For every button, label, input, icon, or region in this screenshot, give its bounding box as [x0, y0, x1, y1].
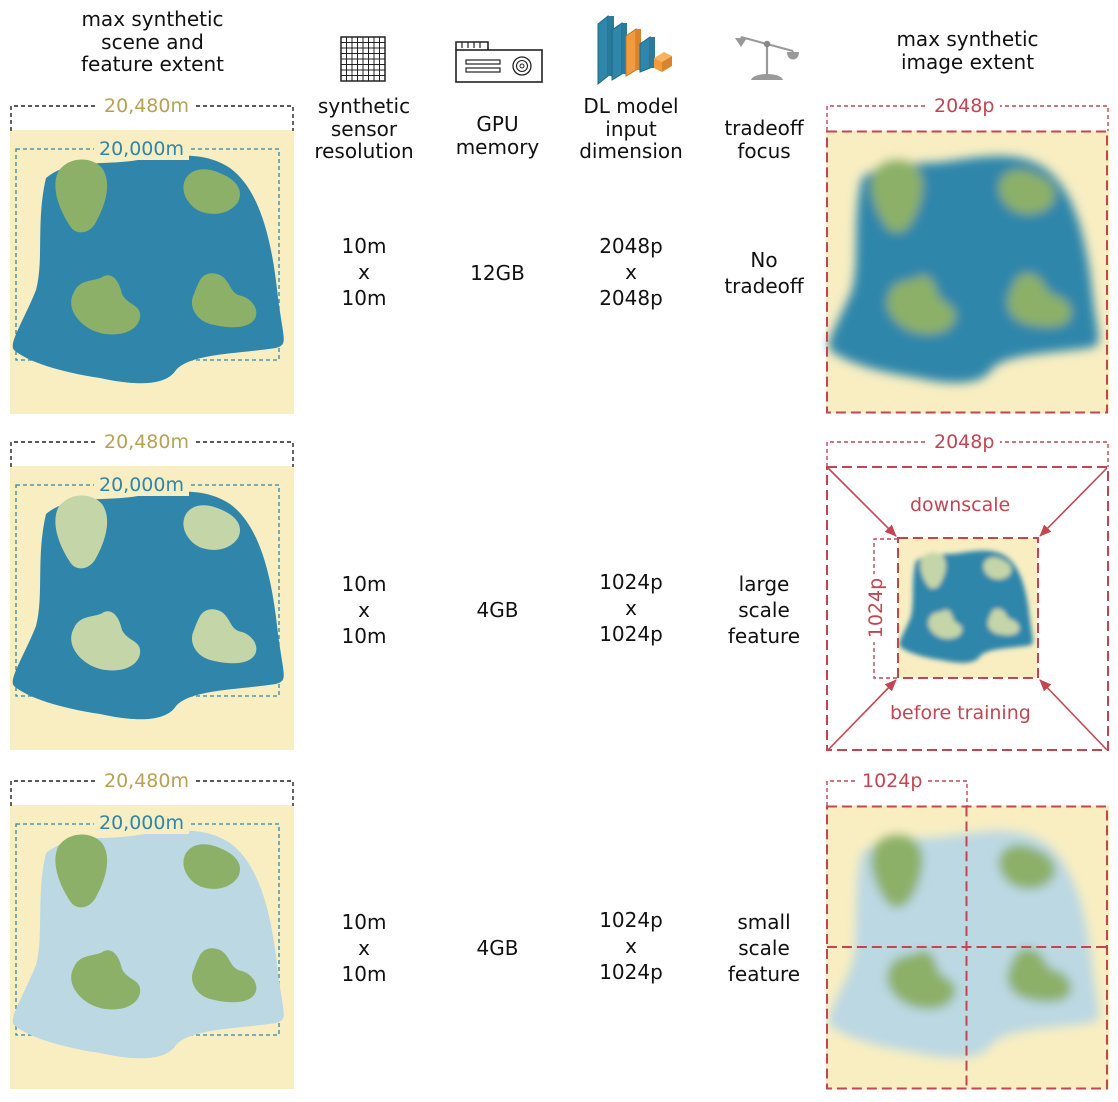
- scene-outer-label-row3: 20,480m: [98, 770, 195, 792]
- image-panel-row3: [826, 805, 1109, 1090]
- gpu-memory-row3: 4GB: [476, 936, 519, 960]
- image-top-bracket-row1: [826, 105, 1109, 131]
- image-top-bracket-row2: [826, 441, 1109, 467]
- image-top-label-row3: 1024p: [856, 770, 929, 792]
- gpu-card-icon: [455, 41, 543, 83]
- header-image-extent: max synthetic image extent: [896, 27, 1039, 74]
- scene-panel-row2: [10, 466, 294, 750]
- image-top-label-row1: 2048p: [928, 95, 1001, 117]
- tradeoff-focus-row3: small scale feature: [727, 910, 801, 986]
- balance-scale-icon: [735, 36, 799, 80]
- sensor-resolution-row3: 10m x 10m: [341, 910, 387, 986]
- image-side-label-row2: 1024p: [865, 573, 888, 643]
- scene-panel-row1: [10, 130, 294, 414]
- tradeoff-focus-row2: large scale feature: [727, 572, 801, 648]
- header-dl-input-dimension: DL model input dimension: [579, 94, 683, 163]
- header-tradeoff-focus: tradeoff focus: [724, 116, 804, 163]
- dl-model-icon: [597, 14, 672, 86]
- image-top-label-row2: 2048p: [928, 431, 1001, 453]
- gpu-memory-row1: 12GB: [470, 261, 525, 285]
- sensor-grid-icon: [340, 36, 386, 82]
- header-scene-extent: max synthetic scene and feature extent: [80, 7, 225, 76]
- dl-input-row2: 1024p x 1024p: [599, 570, 663, 646]
- image-panel-row1: [826, 130, 1109, 414]
- scene-inner-label-row3: 20,000m: [94, 812, 189, 834]
- scene-outer-label-row1: 20,480m: [98, 95, 195, 117]
- gpu-memory-row2: 4GB: [476, 598, 519, 622]
- scene-outer-label-row2: 20,480m: [98, 431, 195, 453]
- scene-inner-label-row1: 20,000m: [94, 138, 189, 160]
- tradeoff-focus-row1: No tradeoff: [724, 248, 804, 298]
- before-training-note: before training: [890, 702, 1031, 724]
- scene-inner-label-row2: 20,000m: [94, 474, 189, 496]
- dl-input-row1: 2048p x 2048p: [599, 234, 663, 310]
- dl-input-row3: 1024p x 1024p: [599, 908, 663, 984]
- sensor-resolution-row1: 10m x 10m: [341, 234, 387, 310]
- header-gpu-memory: GPU memory: [455, 112, 540, 159]
- sensor-resolution-row2: 10m x 10m: [341, 572, 387, 648]
- header-sensor-resolution: synthetic sensor resolution: [314, 94, 414, 163]
- downscale-note: downscale: [910, 494, 1011, 516]
- scene-panel-row3: [10, 805, 294, 1089]
